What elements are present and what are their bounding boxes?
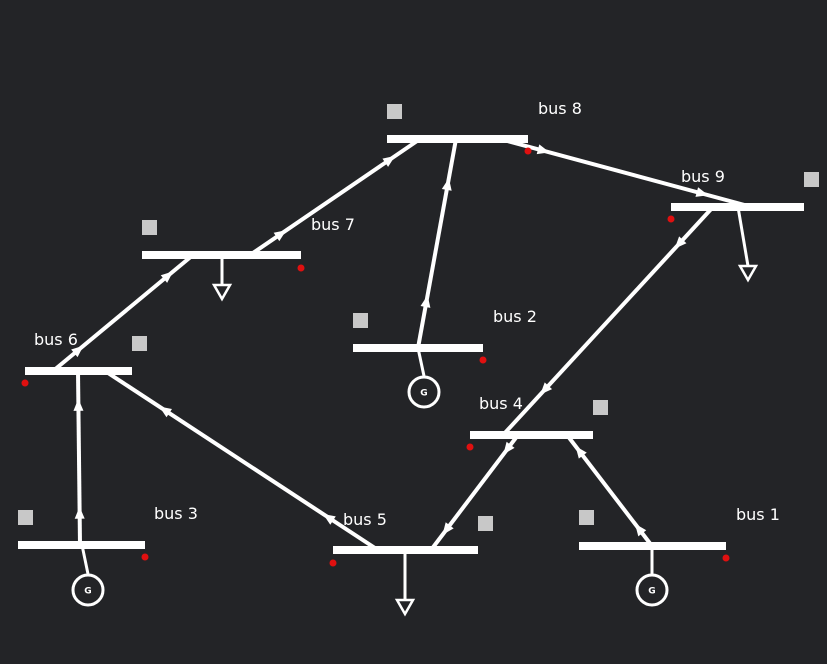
- flow-arrow-icon: [441, 178, 452, 191]
- bus-marker-square[interactable]: [478, 516, 493, 531]
- line-segment-bus3-bus6[interactable]: [76, 370, 82, 546]
- bus-marker-square[interactable]: [387, 104, 402, 119]
- flow-arrow-icon: [74, 506, 85, 519]
- bus-label: bus 8: [538, 99, 582, 118]
- bus-status-dot: [667, 215, 675, 223]
- load-arrow-icon[interactable]: [394, 598, 416, 617]
- bus-label: bus 3: [154, 504, 198, 523]
- bus-status-dot: [141, 553, 149, 561]
- bus-bus5[interactable]: bus 5: [329, 510, 494, 617]
- flow-arrow-icon: [575, 446, 587, 459]
- line-bus2-bus8[interactable]: [416, 138, 458, 349]
- flow-arrow-icon: [540, 382, 553, 395]
- bus-marker-square[interactable]: [804, 172, 819, 187]
- generator-label: G: [648, 587, 655, 597]
- flow-arrow-icon: [382, 155, 396, 167]
- bus-label: bus 5: [343, 510, 387, 529]
- bus-status-dot: [524, 147, 532, 155]
- bus-status-dot: [466, 443, 474, 451]
- flow-arrow-icon: [420, 295, 431, 308]
- bus-status-dot: [479, 356, 487, 364]
- flow-arrow-icon: [273, 230, 287, 242]
- bus-bus6[interactable]: bus 6: [21, 330, 148, 387]
- line-bus4-bus9[interactable]: [501, 205, 715, 437]
- bus-marker-square[interactable]: [593, 400, 608, 415]
- bus-status-dot: [297, 264, 305, 272]
- flow-arrow-icon: [674, 236, 687, 249]
- flow-arrow-icon: [323, 513, 336, 525]
- bus-marker-square[interactable]: [579, 510, 594, 525]
- load-connection: [736, 206, 750, 267]
- load-arrow-icon[interactable]: [211, 283, 233, 302]
- bus-label: bus 7: [311, 215, 355, 234]
- bus-label: bus 1: [736, 505, 780, 524]
- bus-marker-square[interactable]: [18, 510, 33, 525]
- flow-arrow-icon: [160, 271, 174, 283]
- busbar[interactable]: [333, 546, 478, 554]
- flow-arrow-icon: [695, 187, 709, 197]
- line-bus3-bus6[interactable]: [73, 370, 85, 546]
- generator-icon[interactable]: [635, 573, 669, 607]
- flow-arrow-icon: [159, 406, 172, 418]
- generator-label: G: [420, 389, 427, 399]
- line-bus1-bus4[interactable]: [565, 433, 654, 548]
- busbar[interactable]: [470, 431, 593, 439]
- line-bus4-bus5[interactable]: [429, 433, 520, 552]
- busbar[interactable]: [142, 251, 301, 259]
- flow-arrow-icon: [71, 345, 84, 358]
- bus-bus7[interactable]: bus 7: [142, 215, 355, 302]
- load-arrow-icon[interactable]: [737, 264, 759, 283]
- bus-label: bus 4: [479, 394, 523, 413]
- busbar[interactable]: [18, 541, 145, 549]
- line-bus6-bus7[interactable]: [51, 253, 195, 373]
- line-bus7-bus8[interactable]: [248, 137, 422, 257]
- line-bus8-bus9[interactable]: [499, 137, 753, 209]
- bus-label: bus 6: [34, 330, 78, 349]
- busbar[interactable]: [579, 542, 726, 550]
- bus-bus9[interactable]: bus 9: [667, 167, 820, 283]
- generator-connection: [416, 347, 426, 377]
- bus-bus8[interactable]: bus 8: [387, 99, 582, 155]
- transmission-lines: [51, 137, 753, 552]
- line-bus5-bus6[interactable]: [103, 369, 380, 552]
- busbar[interactable]: [671, 203, 804, 211]
- bus-label: bus 2: [493, 307, 537, 326]
- busbar[interactable]: [25, 367, 132, 375]
- busbar[interactable]: [353, 344, 483, 352]
- bus-status-dot: [329, 559, 337, 567]
- bus-label: bus 9: [681, 167, 725, 186]
- busbar[interactable]: [387, 135, 528, 143]
- bus-marker-square[interactable]: [353, 313, 368, 328]
- flow-arrow-icon: [503, 441, 515, 455]
- bus-marker-square[interactable]: [142, 220, 157, 235]
- flow-arrow-icon: [536, 144, 550, 155]
- bus-status-dot: [722, 554, 730, 562]
- generator-label: G: [84, 587, 91, 597]
- flow-arrow-icon: [73, 398, 84, 411]
- generator-icon[interactable]: [407, 375, 441, 409]
- bus-bus4[interactable]: bus 4: [466, 394, 609, 451]
- bus-status-dot: [21, 379, 29, 387]
- flow-arrow-icon: [634, 523, 647, 537]
- line-segment-bus2-bus8[interactable]: [416, 138, 458, 349]
- generator-icon[interactable]: [71, 573, 105, 607]
- bus-marker-square[interactable]: [132, 336, 147, 351]
- generator-connection: [80, 544, 90, 575]
- flow-arrow-icon: [442, 522, 454, 535]
